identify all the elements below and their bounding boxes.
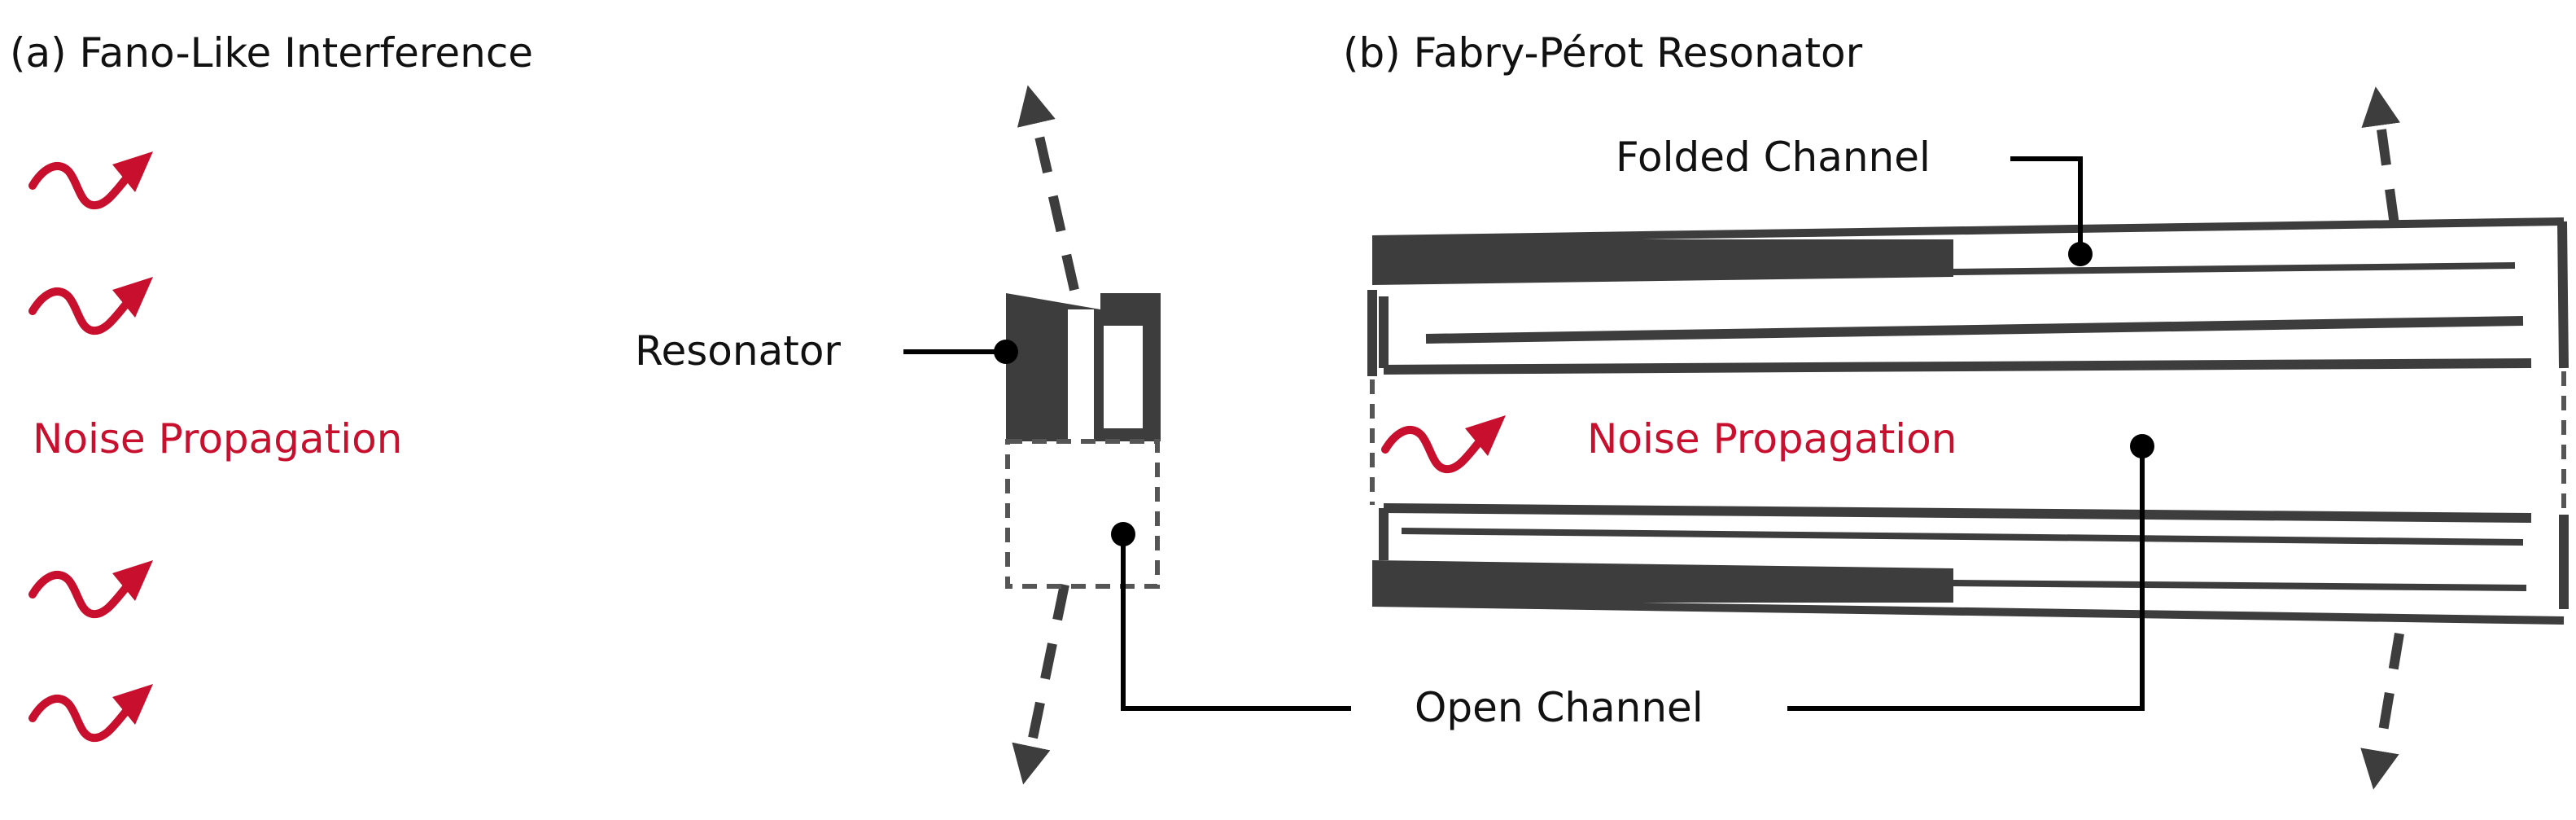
resonator-shape xyxy=(1006,293,1161,441)
fabry-perot-structure xyxy=(1367,217,2569,625)
wave-arrow-icon xyxy=(1385,415,1506,469)
panel-b-noise-label: Noise Propagation xyxy=(1587,415,1957,463)
wave-arrow-icon xyxy=(33,560,153,614)
dashed-arrow-icon xyxy=(2360,633,2404,790)
open-channel-leader-a xyxy=(1121,534,1351,711)
open-channel-leader-b xyxy=(1787,446,2145,711)
dashed-arrow-icon xyxy=(2361,86,2401,226)
folded-channel-dot xyxy=(2068,242,2093,266)
resonator-dot xyxy=(994,340,1018,364)
panel-a-title: (a) Fano-Like Interference xyxy=(10,29,533,77)
folded-channel-label: Folded Channel xyxy=(1616,134,1931,181)
panel-b-title: (b) Fabry-Pérot Resonator xyxy=(1343,29,1863,77)
wave-arrow-icon xyxy=(33,151,153,205)
open-channel-label: Open Channel xyxy=(1415,684,1703,731)
resonator-label: Resonator xyxy=(635,327,841,375)
wave-arrow-icon xyxy=(33,684,153,738)
open-channel-box-a xyxy=(1005,439,1160,589)
dashed-arrow-icon xyxy=(1012,583,1069,785)
dashed-arrow-icon xyxy=(1017,85,1079,292)
wave-arrow-icon xyxy=(33,277,153,331)
folded-channel-leader xyxy=(2010,156,2083,252)
panel-a-noise-label: Noise Propagation xyxy=(33,415,402,463)
